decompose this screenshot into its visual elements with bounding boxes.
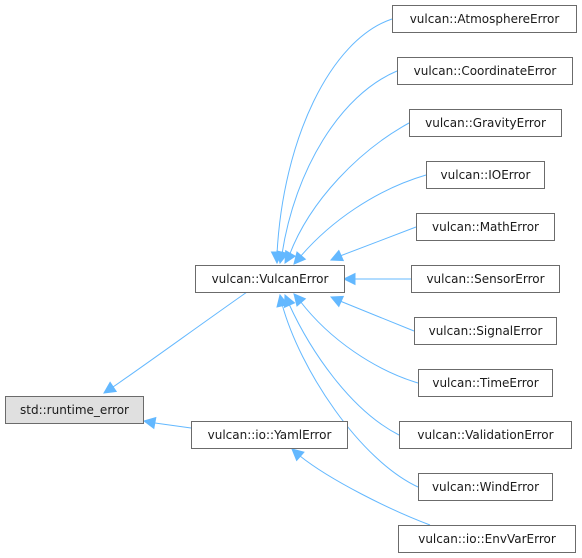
edge-gravity-error-to-vulcan-error [284,122,410,264]
edge-validation-error-to-vulcan-error [283,293,400,436]
class-box [409,109,562,137]
class-box [398,525,576,553]
class-node-signal-error[interactable]: vulcan::SignalError [414,317,557,345]
class-node-gravity-error[interactable]: vulcan::GravityError [409,109,562,137]
edge-yaml-error-to-runtime-error [142,416,192,430]
edge-signal-error-to-vulcan-error [329,295,415,332]
class-name-label: vulcan::MathError [432,220,539,234]
inheritance-arrowhead [276,293,289,308]
class-node-vulcan-error[interactable]: vulcan::VulcanError [195,265,345,293]
class-name-label: vulcan::WindError [432,480,539,494]
inheritance-arrowhead [329,249,345,262]
edge-line [339,300,415,332]
class-node-env-var-error[interactable]: vulcan::io::EnvVarError [398,525,576,553]
edge-line [112,291,248,388]
class-node-math-error[interactable]: vulcan::MathError [416,213,555,241]
edge-line [281,303,419,488]
inheritance-arrowhead [284,249,297,264]
class-name-label: vulcan::AtmosphereError [410,12,560,26]
class-name-label: vulcan::TimeError [432,376,538,390]
edge-line [276,18,393,255]
class-box [392,5,577,33]
class-box [399,421,572,449]
edge-vulcan-error-to-runtime-error [103,291,248,394]
class-box [414,317,557,345]
class-node-coordinate-error[interactable]: vulcan::CoordinateError [397,57,573,85]
class-node-time-error[interactable]: vulcan::TimeError [418,369,553,397]
class-name-label: vulcan::io::YamlError [208,428,332,442]
class-box [411,265,560,293]
edge-coordinate-error-to-vulcan-error [276,70,398,265]
class-box [397,57,573,85]
inheritance-arrowhead [291,448,305,462]
class-node-io-error[interactable]: vulcan::IOError [426,161,545,189]
edge-line [288,122,410,257]
class-box [195,265,345,293]
edge-env-var-error-to-yaml-error [291,448,431,526]
edge-math-error-to-vulcan-error [329,226,417,262]
inheritance-edges [103,18,431,526]
edge-line [339,226,417,257]
class-node-sensor-error[interactable]: vulcan::SensorError [411,265,560,293]
inheritance-arrowhead [142,416,157,430]
class-node-validation-error[interactable]: vulcan::ValidationError [399,421,572,449]
class-box [426,161,545,189]
class-name-label: vulcan::SignalError [429,324,543,338]
class-node-runtime-error: std::runtime_error [5,396,144,424]
inheritance-arrowhead [329,295,345,308]
class-name-label: vulcan::SensorError [426,272,544,286]
class-name-label: vulcan::VulcanError [212,272,329,286]
class-node-wind-error[interactable]: vulcan::WindError [418,473,553,501]
class-box [191,421,348,449]
inheritance-arrowhead [293,251,307,265]
class-node-atmosphere-error[interactable]: vulcan::AtmosphereError [392,5,577,33]
edge-line [154,422,192,429]
class-nodes: std::runtime_errorvulcan::VulcanErrorvul… [5,5,577,553]
inheritance-arrowhead [103,381,118,394]
class-name-label: std::runtime_error [20,403,129,417]
edge-time-error-to-vulcan-error [293,293,419,384]
class-box [418,369,553,397]
edge-line [281,70,398,255]
edge-line [299,455,431,526]
edge-io-error-to-vulcan-error [293,174,427,265]
class-name-label: vulcan::GravityError [425,116,546,130]
edge-line [299,174,427,258]
class-node-yaml-error[interactable]: vulcan::io::YamlError [191,421,348,449]
class-box [418,473,553,501]
class-box [416,213,555,241]
inheritance-arrowhead [342,272,356,286]
class-name-label: vulcan::IOError [441,168,531,182]
edge-sensor-error-to-vulcan-error [342,272,411,286]
class-name-label: vulcan::CoordinateError [414,64,557,78]
inheritance-arrowhead [293,293,307,307]
edge-wind-error-to-vulcan-error [276,293,419,488]
class-name-label: vulcan::ValidationError [417,428,553,442]
edge-line [288,303,400,436]
class-name-label: vulcan::io::EnvVarError [418,532,556,546]
edge-line [299,300,419,384]
class-box [5,396,144,424]
